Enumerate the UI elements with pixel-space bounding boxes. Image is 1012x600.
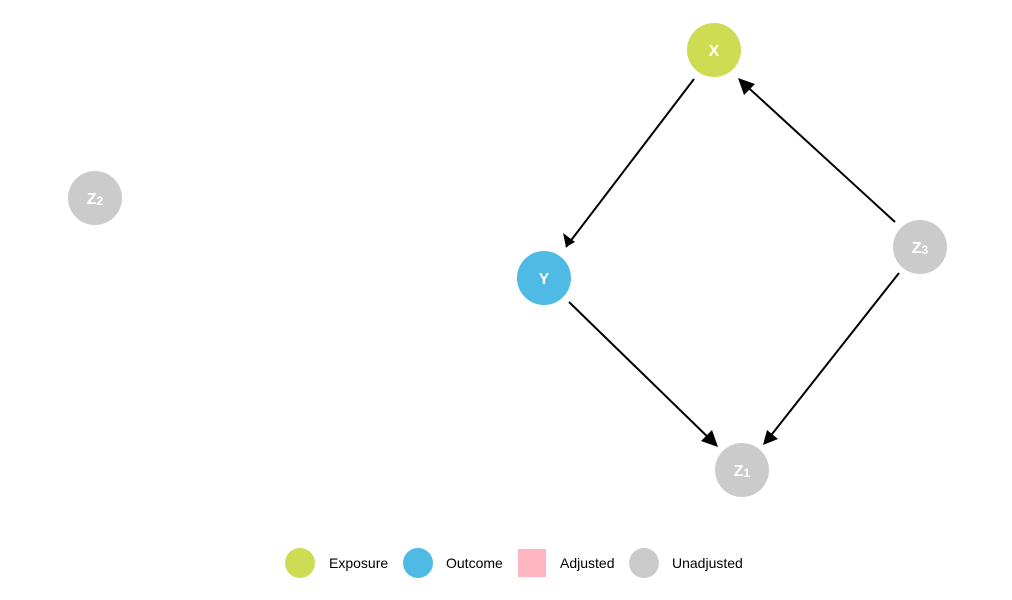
node-z1-label: Z1 — [734, 463, 751, 480]
legend-item-adjusted: Adjusted — [518, 549, 614, 577]
legend-item-unadjusted: Unadjusted — [629, 548, 743, 578]
edge-y-to-z1-arrowhead — [701, 430, 718, 447]
node-y-label: Y — [539, 271, 550, 288]
node-y: Y — [517, 251, 571, 305]
legend-unadjusted-swatch — [629, 548, 659, 578]
node-z2-letter: Z — [87, 191, 97, 208]
node-z1-subscript: 1 — [744, 466, 751, 480]
edge-x-to-y — [565, 78, 695, 248]
node-x-label: X — [709, 43, 720, 60]
node-z3-circle — [893, 220, 947, 274]
edge-y-to-z1 — [568, 301, 717, 446]
node-x: X — [687, 23, 741, 77]
legend-exposure-label: Exposure — [329, 555, 388, 571]
legend-adjusted-label: Adjusted — [560, 555, 614, 571]
legend: Exposure Outcome Adjusted Unadjusted — [285, 548, 743, 578]
node-x-circle — [687, 23, 741, 77]
edge-z3-to-z1 — [764, 272, 900, 444]
node-z1: Z1 — [715, 443, 769, 497]
edge-x-to-y-arrowhead — [563, 233, 575, 247]
edge-z3-to-z1-arrowhead — [763, 430, 778, 445]
node-z2-subscript: 2 — [97, 194, 104, 208]
edge-z3-to-x-arrowhead — [738, 78, 755, 95]
node-z3-subscript: 3 — [922, 243, 929, 257]
node-z2: Z2 — [68, 171, 122, 225]
node-z2-circle — [68, 171, 122, 225]
legend-item-outcome: Outcome — [403, 548, 503, 578]
node-z3: Z3 — [893, 220, 947, 274]
node-z1-circle — [715, 443, 769, 497]
legend-adjusted-swatch — [518, 549, 546, 577]
legend-unadjusted-label: Unadjusted — [672, 555, 743, 571]
edges-layer — [563, 78, 900, 447]
node-z3-letter: Z — [912, 240, 922, 257]
legend-exposure-swatch — [285, 548, 315, 578]
legend-outcome-label: Outcome — [446, 555, 503, 571]
node-z3-label: Z3 — [912, 240, 929, 257]
node-y-circle — [517, 251, 571, 305]
node-z1-letter: Z — [734, 463, 744, 480]
legend-item-exposure: Exposure — [285, 548, 388, 578]
legend-outcome-swatch — [403, 548, 433, 578]
nodes-layer: X Y Z2 Z3 Z1 — [68, 23, 947, 497]
node-z2-label: Z2 — [87, 191, 104, 208]
edge-z3-to-x — [739, 79, 896, 223]
